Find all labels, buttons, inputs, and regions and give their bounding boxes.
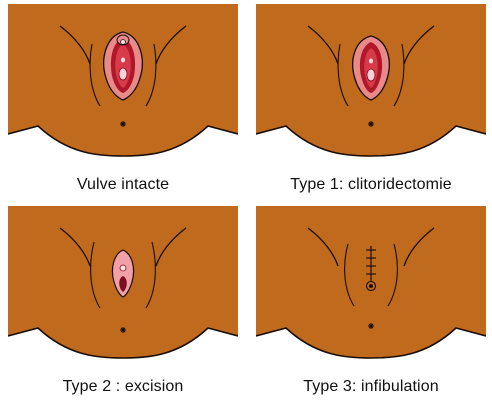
caption-type3: Type 3: infibulation [256,378,486,396]
panel-type3: Type 3: infibulation [256,206,486,396]
illustration-type3 [256,206,486,376]
residual-opening-inner [369,284,373,288]
urethral-opening [121,58,125,63]
illustration-intact [8,4,238,174]
vaginal-opening [367,69,375,81]
panel-type2: Type 2 : excision [8,206,238,396]
urethral-opening [120,265,126,271]
caption-type1: Type 1: clitoridectomie [256,176,486,194]
caption-type2: Type 2 : excision [8,378,238,396]
caption-intact: Vulve intacte [8,176,238,194]
panel-type1: Type 1: clitoridectomie [256,4,486,194]
illustration-type2 [8,206,238,376]
illustration-type1 [256,4,486,174]
vaginal-opening [119,68,127,80]
clitoris [121,40,126,45]
urethral-opening [369,59,373,64]
panel-intact: Vulve intacte [8,4,238,194]
